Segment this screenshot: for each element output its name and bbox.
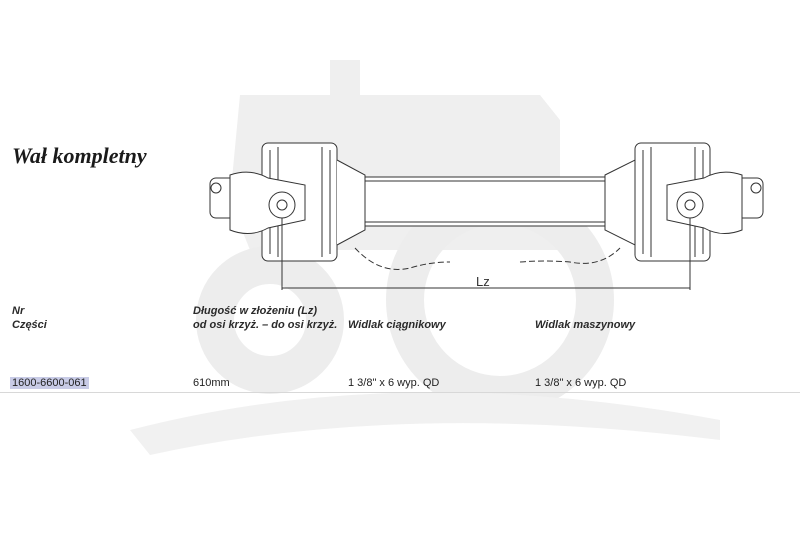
header-length: Długość w złożeniu (Lz) od osi krzyż. – … xyxy=(193,304,337,332)
header-length-line2: od osi krzyż. – do osi krzyż. xyxy=(193,319,338,331)
header-length-line1: Długość w złożeniu (Lz) xyxy=(193,305,318,317)
machine-yoke-cell: 1 3/8" x 6 wyp. QD xyxy=(535,377,627,389)
header-tractor-yoke: Widlak ciągnikowy xyxy=(348,319,446,331)
header-nr-line2: Części xyxy=(12,319,47,331)
length-cell: 610mm xyxy=(193,377,230,389)
dimension-label: Lz xyxy=(476,274,490,289)
part-number-link[interactable]: 1600-6600-061 xyxy=(10,377,89,389)
row-divider xyxy=(0,392,800,393)
header-machine-yoke: Widlak maszynowy xyxy=(535,319,636,331)
header-nr-line1: Nr xyxy=(12,305,25,317)
page-title: Wał kompletny xyxy=(12,143,147,168)
tractor-yoke-cell: 1 3/8" x 6 wyp. QD xyxy=(348,377,440,389)
header-part-number: Nr Części xyxy=(12,304,47,332)
